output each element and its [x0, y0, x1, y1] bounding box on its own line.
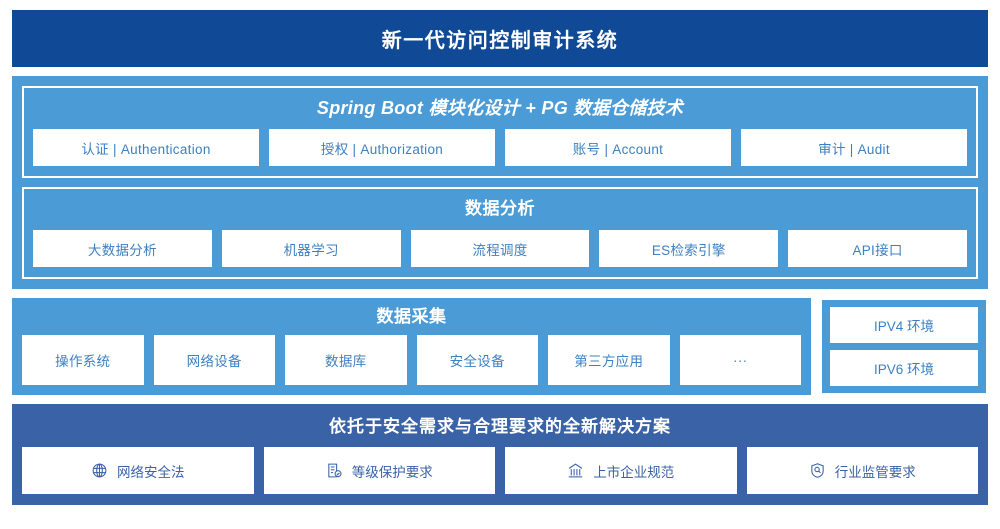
header-bar: 新一代访问控制审计系统: [12, 10, 988, 67]
tile-ipv4-environment[interactable]: IPV4 环境: [830, 307, 978, 343]
tile-label: 上市企业规范: [593, 464, 675, 480]
collection-tile-row: 操作系统 网络设备 数据库 安全设备 第三方应用 ···: [22, 335, 801, 385]
tile-ipv6-environment[interactable]: IPV6 环境: [830, 350, 978, 386]
tile-listed-company-standard[interactable]: 上市企业规范: [505, 447, 737, 494]
tile-operating-system[interactable]: 操作系统: [22, 335, 144, 385]
environment-panel: IPV4 环境 IPV6 环境: [820, 298, 988, 395]
compliance-title: 依托于安全需求与合理要求的全新解决方案: [329, 417, 671, 436]
globe-icon: [91, 462, 108, 479]
tile-classified-protection[interactable]: 等级保护要求: [263, 447, 495, 494]
analysis-group: 数据分析 大数据分析 机器学习 流程调度 ES检索引擎 API接口: [22, 187, 978, 279]
tile-network-device[interactable]: 网络设备: [153, 335, 275, 385]
compliance-tile-row: 网络安全法 等级保护要求: [22, 447, 978, 494]
tile-big-data-analysis[interactable]: 大数据分析: [33, 230, 212, 267]
tile-machine-learning[interactable]: 机器学习: [221, 230, 401, 267]
tile-process-scheduling[interactable]: 流程调度: [410, 230, 590, 267]
tile-industry-regulation[interactable]: 行业监管要求: [746, 447, 978, 494]
tile-label: 网络安全法: [117, 464, 185, 480]
tile-api-interface[interactable]: API接口: [788, 230, 967, 267]
application-panel: Spring Boot 模块化设计 + PG 数据仓储技术 认证 | Authe…: [12, 76, 988, 289]
tile-audit[interactable]: 审计 | Audit: [741, 129, 967, 166]
tile-more[interactable]: ···: [679, 335, 801, 385]
tile-security-device[interactable]: 安全设备: [416, 335, 538, 385]
page-title: 新一代访问控制审计系统: [381, 30, 619, 52]
application-group: Spring Boot 模块化设计 + PG 数据仓储技术 认证 | Authe…: [22, 86, 978, 178]
collection-title: 数据采集: [376, 307, 447, 326]
compliance-panel: 依托于安全需求与合理要求的全新解决方案 网络安全法: [12, 404, 988, 505]
tile-authorization[interactable]: 授权 | Authorization: [269, 129, 495, 166]
application-tile-row: 认证 | Authentication 授权 | Authorization 账…: [33, 129, 967, 166]
tile-label: 行业监管要求: [834, 464, 916, 480]
tile-es-search-engine[interactable]: ES检索引擎: [599, 230, 779, 267]
tile-account[interactable]: 账号 | Account: [505, 129, 731, 166]
tile-cybersecurity-law[interactable]: 网络安全法: [22, 447, 254, 494]
application-group-title: Spring Boot 模块化设计 + PG 数据仓储技术: [316, 98, 684, 118]
bank-icon: [567, 462, 584, 479]
tile-label: 等级保护要求: [351, 464, 433, 480]
analysis-tile-row: 大数据分析 机器学习 流程调度 ES检索引擎 API接口: [33, 230, 967, 267]
collection-row: 数据采集 操作系统 网络设备 数据库 安全设备 第三方应用 ··· IPV4 环…: [12, 298, 988, 395]
tile-authentication[interactable]: 认证 | Authentication: [33, 129, 259, 166]
tile-database[interactable]: 数据库: [285, 335, 407, 385]
collection-panel: 数据采集 操作系统 网络设备 数据库 安全设备 第三方应用 ···: [12, 298, 811, 395]
analysis-group-title: 数据分析: [465, 199, 535, 218]
document-check-icon: [326, 462, 343, 479]
shield-search-icon: [809, 462, 826, 479]
tile-third-party-app[interactable]: 第三方应用: [548, 335, 670, 385]
